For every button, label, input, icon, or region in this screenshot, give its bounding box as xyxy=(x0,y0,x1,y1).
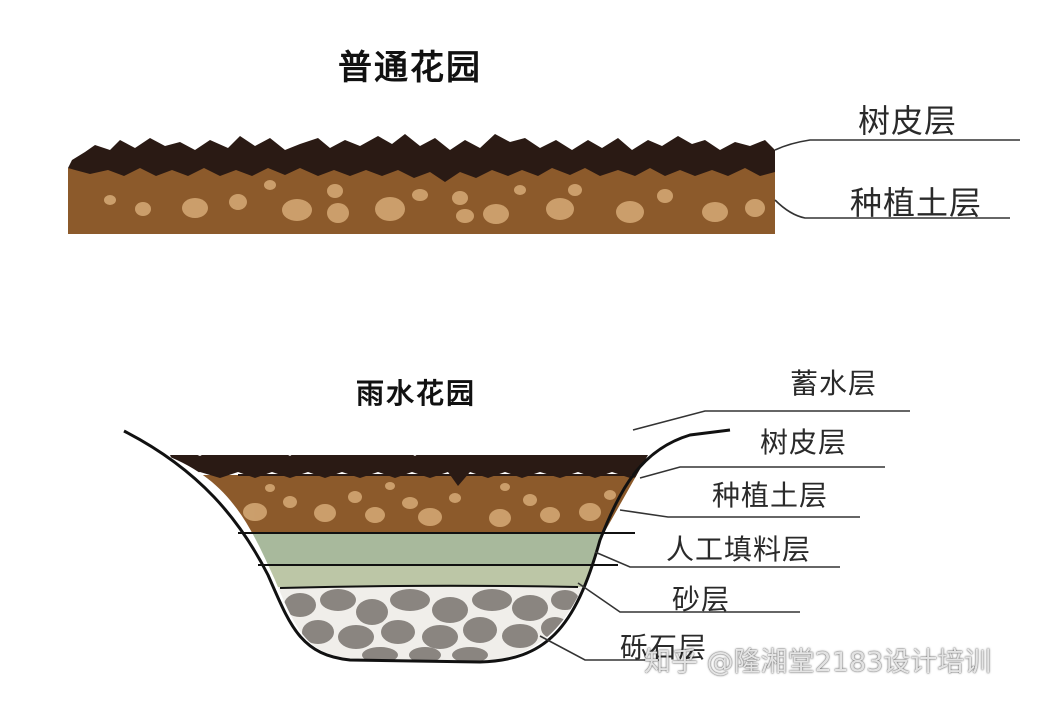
leader-line-filler xyxy=(594,551,840,568)
ordinary-garden-cross-section xyxy=(68,134,1020,234)
label-artificial-filler-layer: 人工填料层 xyxy=(666,533,812,566)
label-bark-layer: 树皮层 xyxy=(760,426,848,459)
basin-outline xyxy=(123,428,731,664)
leader-line-soil xyxy=(774,199,1010,219)
leader-line-planting-soil xyxy=(619,509,860,518)
label-bark-layer: 树皮层 xyxy=(858,102,958,140)
ordinary-garden-title: 普通花园 xyxy=(338,48,482,88)
rain-garden-title: 雨水花园 xyxy=(356,377,477,410)
gravel-stones xyxy=(284,589,579,662)
leader-line-bark xyxy=(774,139,1020,151)
ordinary-soil-pebbles xyxy=(104,180,765,224)
label-gravel-layer: 砾石层 xyxy=(620,631,708,664)
watermark: 知乎 @隆湘堂2183设计培训 xyxy=(644,647,992,678)
artificial-filler-layer xyxy=(165,533,648,565)
ordinary-bark-layer xyxy=(68,134,775,182)
leader-line-storage xyxy=(632,410,910,431)
divider-sand-gravel xyxy=(279,584,579,589)
leader-line-bark xyxy=(639,466,885,479)
leader-line-sand xyxy=(577,582,800,613)
rain-soil-pebbles xyxy=(243,482,616,527)
label-storage-layer: 蓄水层 xyxy=(790,367,878,400)
label-planting-soil-layer: 种植土层 xyxy=(850,184,983,222)
label-planting-soil-layer: 种植土层 xyxy=(712,479,829,512)
sand-layer xyxy=(165,565,648,587)
leader-line-gravel xyxy=(539,635,660,661)
label-sand-layer: 砂层 xyxy=(672,583,731,616)
rain-garden-cross-section xyxy=(165,455,648,662)
